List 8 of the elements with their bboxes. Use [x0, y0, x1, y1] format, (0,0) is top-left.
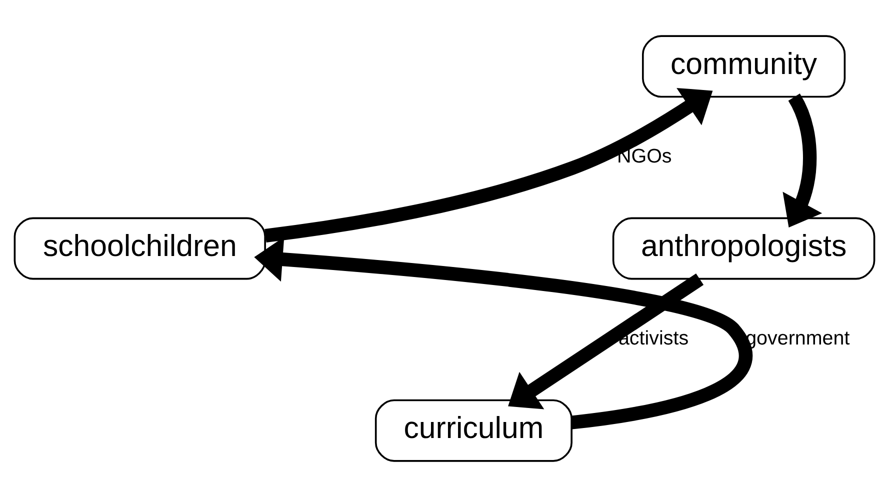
node-box: curriculum: [374, 398, 572, 462]
node-box: schoolchildren: [14, 216, 266, 280]
edge-label: government: [746, 327, 850, 350]
arrow: [508, 272, 704, 409]
node-box: anthropologists: [612, 216, 876, 280]
arrow: [264, 87, 713, 242]
node-box: community: [642, 34, 846, 98]
arrow: [782, 93, 822, 228]
